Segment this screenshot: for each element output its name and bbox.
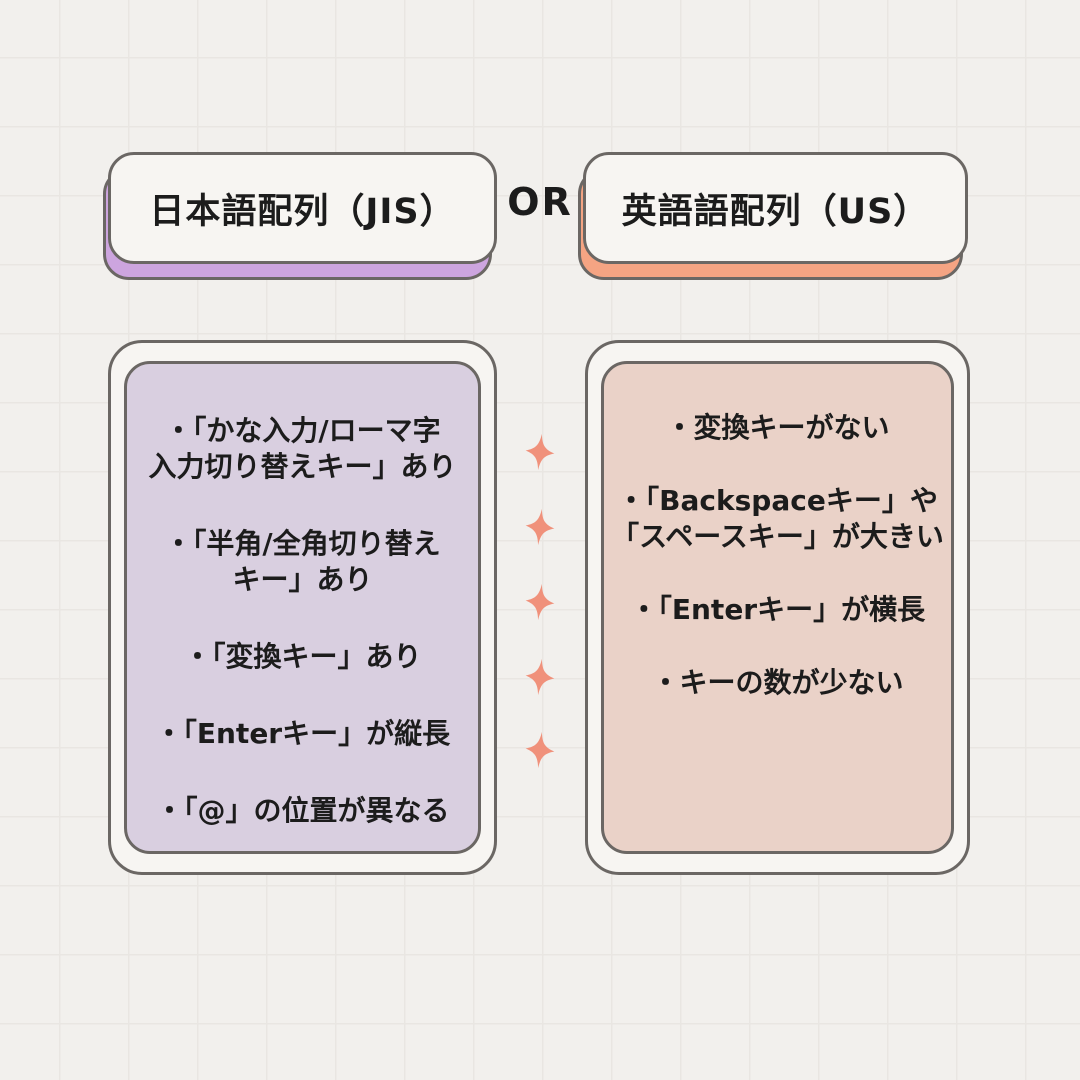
- us-bullet-fewer-keys: ・キーの数が少ない: [651, 665, 903, 701]
- us-card: ・変換キーがない ・「Backspaceキー」や 「スペースキー」が大きい ・「…: [585, 340, 970, 875]
- jis-bullet-hankaku-zenkaku: ・「半角/全角切り替え キー」あり: [164, 526, 440, 598]
- bullet-line: ・「@」の位置が異なる: [155, 794, 450, 827]
- us-card-body: ・変換キーがない ・「Backspaceキー」や 「スペースキー」が大きい ・「…: [601, 361, 954, 854]
- bullet-line: 「スペースキー」が大きい: [611, 520, 944, 553]
- bullet-line: ・「半角/全角切り替え: [164, 527, 441, 560]
- sparkle-icon: [519, 656, 561, 698]
- or-divider-text: OR: [507, 180, 573, 224]
- us-header-label: 英語語配列（US）: [583, 152, 968, 264]
- bullet-line: ・「変換キー」あり: [183, 640, 422, 673]
- bullet-line: ・「Enterキー」が縦長: [154, 717, 451, 750]
- us-bullet-enter-key: ・「Enterキー」が横長: [630, 592, 925, 628]
- sparkle-icon: [519, 431, 561, 473]
- jis-bullet-kana-input: ・「かな入力/ローマ字 入力切り替えキー」あり: [148, 413, 456, 485]
- jis-bullet-henkan-key: ・「変換キー」あり: [183, 639, 421, 675]
- bullet-line: ・「Backspaceキー」や: [617, 484, 938, 517]
- bullet-line: ・キーの数が少ない: [651, 666, 904, 699]
- us-bullet-backspace-space: ・「Backspaceキー」や 「スペースキー」が大きい: [611, 483, 944, 555]
- jis-bullet-at-position: ・「@」の位置が異なる: [155, 793, 449, 829]
- bullet-line: ・変換キーがない: [665, 411, 890, 444]
- jis-header-pill: 日本語配列（JIS）: [103, 152, 497, 280]
- jis-card: ・「かな入力/ローマ字 入力切り替えキー」あり ・「半角/全角切り替え キー」あ…: [108, 340, 497, 875]
- sparkle-icon: [519, 581, 561, 623]
- bullet-line: キー」あり: [232, 563, 373, 596]
- us-bullet-no-henkan: ・変換キーがない: [665, 410, 889, 446]
- us-header-pill: 英語語配列（US）: [578, 152, 968, 280]
- bullet-line: ・「Enterキー」が横長: [629, 593, 926, 626]
- sparkle-icon: [519, 506, 561, 548]
- jis-header-label: 日本語配列（JIS）: [108, 152, 497, 264]
- jis-card-body: ・「かな入力/ローマ字 入力切り替えキー」あり ・「半角/全角切り替え キー」あ…: [124, 361, 481, 854]
- jis-bullet-enter-key: ・「Enterキー」が縦長: [155, 716, 450, 752]
- bullet-line: 入力切り替えキー」あり: [148, 450, 457, 483]
- bullet-line: ・「かな入力/ローマ字: [164, 414, 441, 447]
- sparkle-icon: [519, 729, 561, 771]
